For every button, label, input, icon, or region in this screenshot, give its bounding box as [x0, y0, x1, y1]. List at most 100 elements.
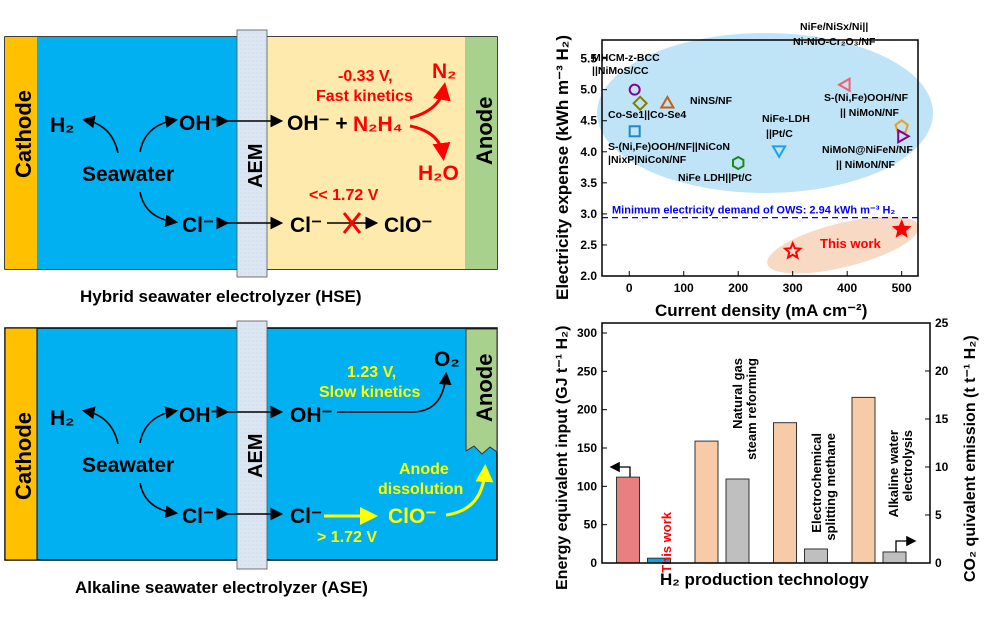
y-tick-label-left: 150	[577, 441, 597, 455]
energy-bar	[851, 396, 876, 564]
hse-clo: ClO⁻	[384, 214, 432, 237]
hse-left-electrolyte	[37, 37, 237, 269]
hse-aem-label: AEM	[245, 144, 267, 188]
point-label: |NixP|NiCoN/NF	[608, 154, 687, 166]
hse-n2: N₂	[432, 60, 457, 83]
hse-anode	[465, 37, 497, 269]
hse-seawater: Seawater	[82, 163, 174, 186]
scatter-x-axis-label: Current density (mA cm⁻²)	[655, 301, 867, 320]
ase-clo: ClO⁻	[388, 505, 436, 528]
y-tick-label: 4.0	[580, 145, 597, 159]
left-axis-arrow-icon	[609, 461, 631, 477]
right-axis-arrow-icon	[895, 535, 917, 552]
x-tick-label: 300	[783, 281, 803, 295]
point-label: NiFe/NiSx/Ni||	[800, 21, 868, 33]
point-label: || NiMoN/NF	[840, 107, 900, 119]
y-tick-label: 2.0	[580, 269, 597, 283]
point-label: ||NiMoS/CC	[592, 65, 649, 77]
axis-indicator-arrows	[609, 461, 917, 552]
data-point-square	[628, 125, 641, 138]
data-point-star-open	[782, 240, 803, 260]
ase-arrows	[81, 371, 452, 521]
data-point-triangle-right	[897, 128, 911, 145]
y-tick-label-left: 200	[577, 403, 597, 417]
point-label: ||Pt/C	[766, 128, 793, 140]
ase-cl-potential: > 1.72 V	[317, 529, 377, 546]
ase-caption: Alkaline seawater electrolyzer (ASE)	[75, 578, 368, 597]
hse-potential: -0.33 V,	[338, 68, 393, 85]
bar-y-axis-label-left: Energy equivalent input (GJ t⁻¹ H₂)	[554, 326, 571, 590]
y-tick-label-left: 100	[577, 479, 597, 493]
hse-caption: Hybrid seawater electrolyzer (HSE)	[80, 287, 362, 306]
hse-diagram: Cathode Anode AEM H₂ OH⁻ Seawater Cl⁻ OH…	[4, 29, 498, 306]
co2-bar	[725, 478, 750, 564]
hse-aem-membrane	[236, 29, 268, 278]
bar-x-axis-label: H₂ production technology	[660, 570, 869, 589]
ase-kinetics: Slow kinetics	[319, 384, 420, 401]
bar-y-axis-label-right: CO₂ quivalent emission (t t⁻¹ H₂)	[962, 335, 979, 582]
ase-cl-left: Cl⁻	[182, 505, 214, 528]
y-tick-label: 5.0	[580, 83, 597, 97]
ase-h2: H₂	[50, 407, 75, 430]
hse-right-electrolyte	[267, 37, 465, 269]
y-tick-label: 3.5	[580, 176, 597, 190]
y-tick-label: 4.5	[580, 114, 597, 128]
y-tick-label: 5.5	[580, 52, 597, 66]
category-label: Electrochemical	[809, 433, 824, 533]
ase-oh-right: OH⁻	[290, 404, 333, 427]
energy-bar	[616, 476, 640, 564]
co2-bar	[882, 551, 907, 564]
ase-oh-left: OH⁻	[179, 404, 222, 427]
bar-axes-frame	[601, 322, 931, 564]
category-label: Alkaline water	[886, 430, 901, 517]
electricity-expense-chart: 0 100 200 300 400 500 2.0 2.5 3.0 3.5 4.0 4.5 5.0 5.5…	[553, 21, 933, 320]
data-point-triangle-left	[837, 76, 851, 93]
y-tick-label-right: 15	[935, 412, 949, 426]
x-tick-label: 100	[674, 281, 694, 295]
ase-potential: 1.23 V,	[347, 364, 396, 381]
x-tick-label: 500	[892, 281, 912, 295]
y-tick-label-left: 300	[577, 326, 597, 340]
hse-cathode-label: Cathode	[11, 90, 36, 178]
hse-n2h4: N₂H₄	[353, 113, 403, 136]
ase-dissolution-1: Anode	[399, 461, 449, 478]
comparison-ellipse	[597, 33, 933, 193]
ase-anode-label: Anode	[472, 354, 497, 422]
hse-cathode	[5, 37, 37, 269]
point-label: MHCM-z-BCC	[592, 52, 660, 64]
hse-red-arrows	[342, 82, 451, 234]
y-tick-label: 2.5	[580, 238, 597, 252]
ase-anode	[465, 328, 498, 455]
category-label: Natural gas	[730, 358, 745, 429]
y-tick-label: 3.0	[580, 207, 597, 221]
data-point-star	[891, 219, 912, 238]
y-tick-label-right: 20	[935, 364, 949, 378]
ase-aem-label: AEM	[245, 434, 267, 478]
hse-h2: H₂	[50, 114, 75, 137]
point-label: || NiMoN/NF	[836, 159, 896, 171]
energy-bar	[773, 422, 797, 564]
category-label: electrolysis	[900, 430, 915, 502]
hse-oh-left: OH⁻	[179, 112, 222, 135]
y-tick-label-left: 0	[590, 556, 597, 570]
ase-cl-right: Cl⁻	[290, 505, 322, 528]
point-label: NiFe LDH||Pt/C	[678, 172, 753, 184]
y-tick-label-right: 0	[935, 556, 942, 570]
point-label: S-(Ni,Fe)OOH/NF	[824, 92, 909, 104]
category-label: steam reforming	[744, 358, 759, 460]
ase-cathode-label: Cathode	[11, 412, 36, 500]
x-tick-label: 0	[626, 281, 633, 295]
point-label: NiMoN@NiFeN/NF	[822, 144, 913, 156]
hse-kinetics: Fast kinetics	[316, 88, 413, 105]
x-tick-label: 400	[837, 281, 857, 295]
category-label: splitting methane	[823, 433, 838, 541]
category-label: This work	[659, 511, 674, 572]
point-label: Co-Se1||Co-Se4	[608, 109, 686, 121]
ase-o2: O₂	[434, 348, 460, 371]
y-tick-label-right: 5	[935, 508, 942, 522]
x-tick-label: 200	[728, 281, 748, 295]
hse-cl-left: Cl⁻	[182, 214, 214, 237]
scatter-y-axis-label: Electricity expense (kWh m⁻³ H₂)	[553, 35, 572, 300]
y-tick-label-right: 25	[935, 316, 949, 330]
hse-anode-label: Anode	[472, 97, 497, 165]
